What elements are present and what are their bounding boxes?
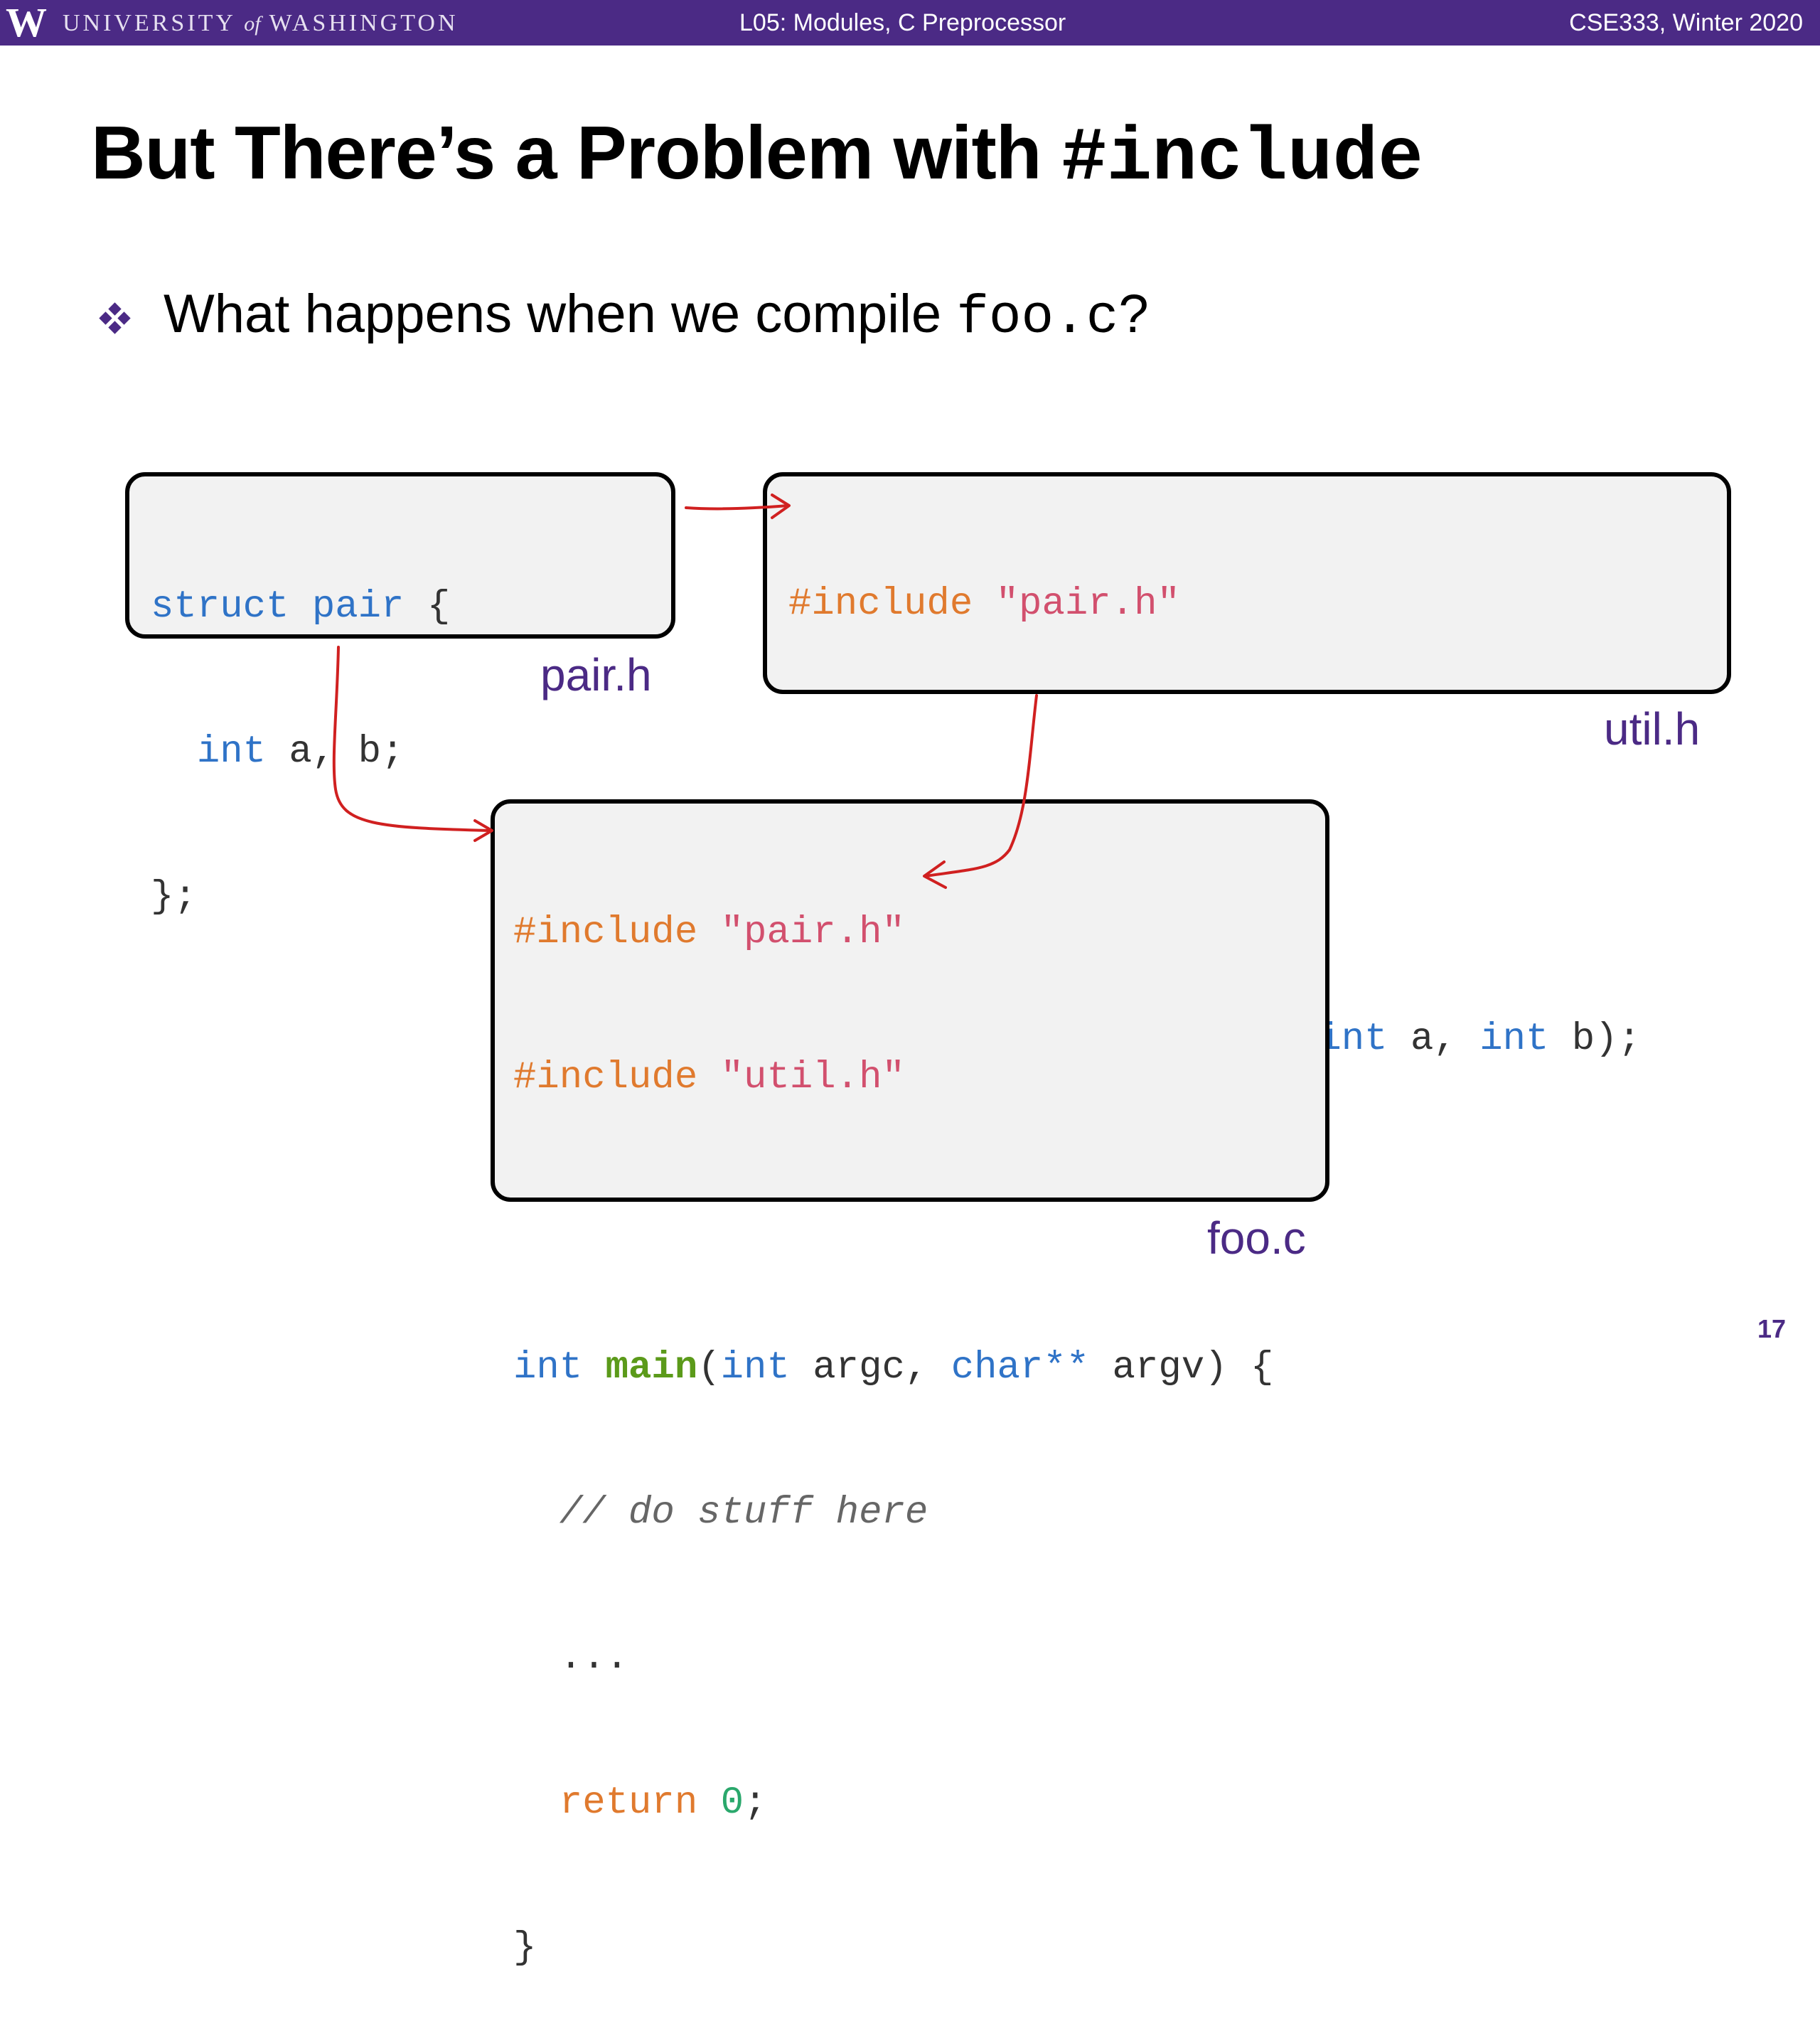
bullet-text-main: What happens when we compile [164, 284, 957, 344]
code-token: "pair.h" [995, 582, 1180, 626]
arrow-pair-to-foo [332, 646, 492, 832]
code-token: "pair.h" [720, 911, 905, 954]
code-token: struct pair [151, 585, 405, 629]
university-prefix: UNIVERSITY [63, 10, 235, 36]
arrowhead-pair-to-foo [473, 819, 493, 842]
bullet-code: foo.c [956, 287, 1119, 348]
code-token: return [559, 1781, 698, 1825]
arrow-util-to-foo [924, 694, 1038, 878]
code-line: return 0; [559, 1781, 767, 1825]
uw-logo: W [6, 0, 47, 46]
arrow-pair-to-util [685, 504, 789, 511]
slide-title: But There’s a Problem with #include [91, 110, 1423, 201]
foo-c-label: foo.c [1207, 1212, 1306, 1264]
bullet-point: What happens when we compile foo.c? [99, 283, 1149, 354]
university-of: of [244, 12, 261, 36]
code-line: struct pair { [151, 585, 451, 629]
code-line: int a, b; [196, 730, 405, 774]
header-bar: W UNIVERSITY of WASHINGTON L05: Modules,… [0, 0, 1820, 46]
bullet-tail: ? [1118, 284, 1149, 344]
code-line: ... [513, 1636, 629, 1680]
pair-h-label: pair.h [540, 649, 652, 700]
arrowhead-util-to-foo [923, 860, 947, 889]
code-line: #include "util.h" [513, 1054, 1325, 1102]
code-token: #include [513, 911, 698, 954]
code-line: #include "pair.h" [513, 909, 1325, 957]
code-token: 0 [720, 1781, 744, 1825]
pair-h-code-box: struct pair { int a, b; }; [125, 472, 675, 919]
code-token: int [1479, 1018, 1549, 1061]
arrowhead-pair-to-util [771, 494, 791, 519]
code-line: }; [151, 875, 197, 919]
code-token: int [1318, 1018, 1388, 1061]
code-line: // do stuff here [513, 1489, 1325, 1537]
code-line: } [513, 1926, 537, 1970]
code-token: #include [788, 582, 973, 626]
code-comment: // do stuff here [559, 1491, 928, 1535]
bullet-text: What happens when we compile foo.c? [164, 283, 1149, 348]
university-suffix: WASHINGTON [269, 10, 459, 36]
page-number: 17 [1757, 1314, 1786, 1343]
code-token: int [196, 730, 267, 774]
code-token: "util.h" [720, 1056, 905, 1099]
slide-title-text: But There’s a Problem with [91, 111, 1061, 195]
lecture-title: L05: Modules, C Preprocessor [739, 9, 1066, 36]
code-token: #include [513, 1056, 698, 1099]
slide-title-code: #include [1061, 116, 1423, 201]
university-name: UNIVERSITY of WASHINGTON [63, 0, 459, 46]
course-name: CSE333, Winter 2020 [1569, 9, 1803, 36]
util-h-label: util.h [1604, 703, 1701, 754]
code-line: #include "pair.h" [788, 580, 1727, 629]
include-arrows [332, 494, 1038, 889]
